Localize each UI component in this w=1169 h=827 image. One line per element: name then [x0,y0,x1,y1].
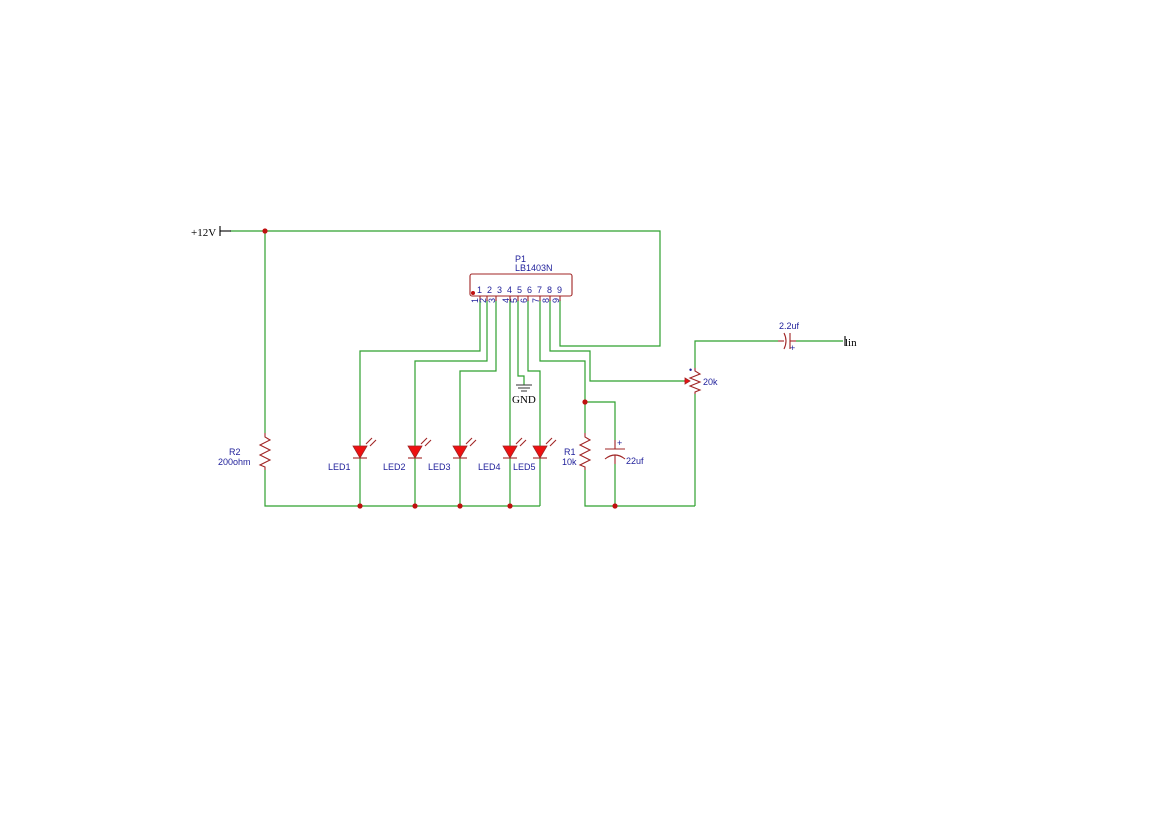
led2-label: LED2 [383,462,406,472]
led1-ray-2 [369,439,377,447]
r1-value: 10k [562,457,577,467]
r1-ref: R1 [564,447,576,457]
r2-ref: R2 [229,447,241,457]
ic-pins [479,296,561,301]
junction-vcc [262,228,268,234]
junction-cap22-bottom [612,503,618,509]
wire-vcc-rail [230,230,661,347]
pin-label-1: 1 [477,285,482,295]
led1-label: LED1 [328,462,351,472]
wire-pin3-led3 [459,300,497,446]
capacitor-2-2uf: + 2.2uf [778,321,800,353]
resistor-r2: R2 200ohm [218,433,272,470]
ic-pin-labels-inside: 1 2 3 4 5 6 7 8 9 [477,285,562,295]
junction-led1 [357,503,363,509]
pin-num-1: 1 [470,298,480,303]
pin-label-2: 2 [487,285,492,295]
junctions [262,228,618,509]
input-label: lin [845,337,857,349]
pin-num-8: 8 [541,298,551,303]
led-3: LED3 [428,437,477,472]
led3-ray-2 [469,439,477,447]
input-port: lin [844,336,857,349]
r2-zigzag [258,433,272,470]
pot-top-marker: • [689,365,692,375]
led2-ray-1 [420,437,428,445]
cap22-value: 22uf [626,456,644,466]
wire-r1-bottom [584,470,695,507]
pot-zigzag [688,368,702,394]
ic-pin-labels-rotated: 1 2 3 4 5 6 7 8 9 [470,298,561,303]
led4-ray-2 [519,439,527,447]
pot-value: 20k [703,377,718,387]
gnd-label: GND [512,394,536,406]
capacitor-22uf: + 22uf [604,438,644,466]
pin-label-7: 7 [537,285,542,295]
potentiometer: • 20k [684,365,718,394]
cap22-plus-icon: + [617,438,622,448]
wire-pin5-gnd [517,300,525,385]
pin-num-6: 6 [519,298,529,303]
led-2: LED2 [383,437,432,472]
led2-ray-2 [424,439,432,447]
led5-ray-1 [545,437,553,445]
pin-label-6: 6 [527,285,532,295]
vcc-label: +12V [191,227,216,239]
vcc-port: +12V [191,226,231,239]
pot-wiper-arrow [684,377,691,385]
led5-body [532,445,548,459]
cin-value: 2.2uf [779,321,800,331]
junction-led2 [412,503,418,509]
cin-plus-icon: + [790,343,795,353]
wire-r2-bottom [264,470,540,507]
led1-ray-1 [365,437,373,445]
ic-pin1-marker [471,291,475,295]
junction-r1-top [582,399,588,405]
led3-label: LED3 [428,462,451,472]
led-1: LED1 [328,437,377,472]
pin-label-8: 8 [547,285,552,295]
pin-num-4: 4 [501,298,511,303]
wire-pot-top [694,340,778,368]
r1-zigzag [578,433,592,470]
junction-led3 [457,503,463,509]
led3-body [452,445,468,459]
led2-body [407,445,423,459]
pin-num-3: 3 [487,298,497,303]
led-5: LED5 [513,437,557,472]
pin-label-4: 4 [507,285,512,295]
ic-body [469,273,573,297]
junction-led4 [507,503,513,509]
wire-pin1-led1 [359,300,481,446]
pin-num-9: 9 [551,298,561,303]
ic-ref: P1 [515,254,526,264]
pin-num-5: 5 [509,298,519,303]
wire-pin6-led5 [527,300,541,446]
ground-symbol: GND [512,384,536,406]
pin-label-5: 5 [517,285,522,295]
led-4: LED4 [478,437,527,472]
wire-pin7-r1 [539,300,586,433]
wire-pin2-led2 [414,300,488,446]
ic-value: LB1403N [515,263,553,273]
wire-cap22-top [585,401,616,440]
r2-value: 200ohm [218,457,251,467]
resistor-r1: R1 10k [562,433,592,470]
led5-label: LED5 [513,462,536,472]
pin-label-3: 3 [497,285,502,295]
wire-pin8-wiper [549,300,686,382]
pin-num-2: 2 [478,298,488,303]
led4-label: LED4 [478,462,501,472]
ic-p1: P1 LB1403N 1 2 3 4 5 6 7 8 9 1 2 [469,254,573,303]
pin-num-7: 7 [531,298,541,303]
led4-body [502,445,518,459]
led1-body [352,445,368,459]
pin-label-9: 9 [557,285,562,295]
led3-ray-1 [465,437,473,445]
wires [230,230,843,507]
led5-ray-2 [549,439,557,447]
led4-ray-1 [515,437,523,445]
cin-plate-left [783,332,787,350]
